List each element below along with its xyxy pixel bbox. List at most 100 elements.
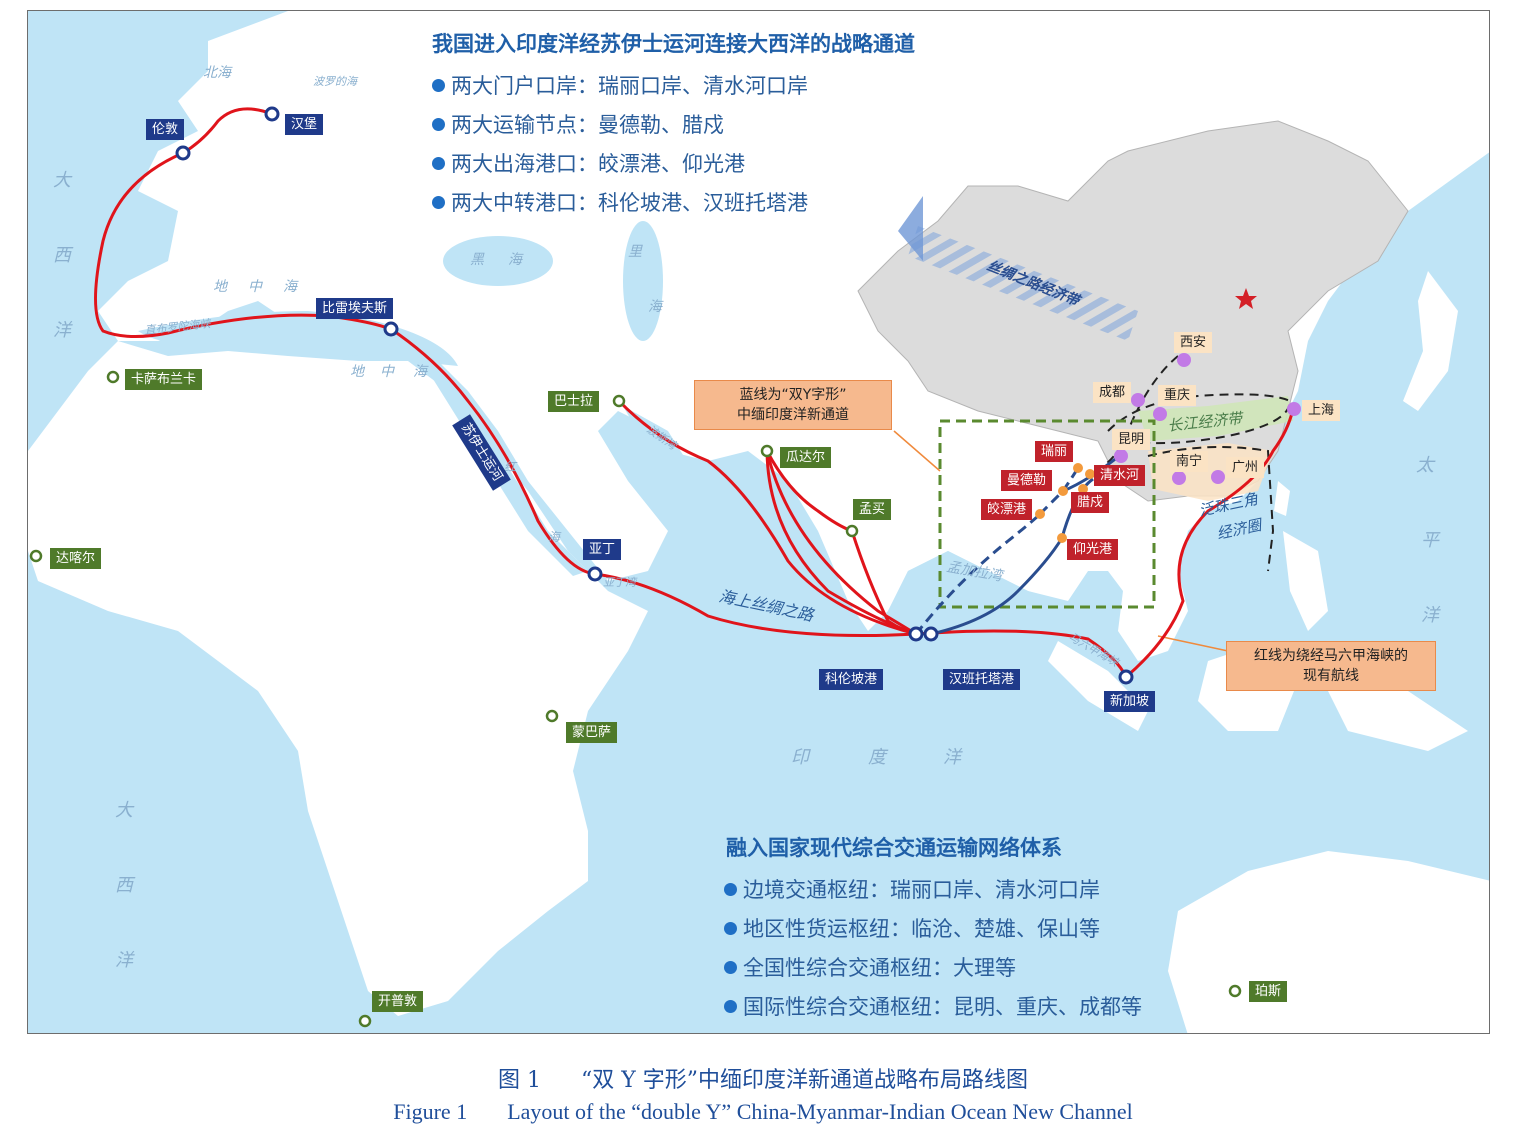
- tag-gwadar: 瓜达尔: [780, 447, 832, 468]
- tag-perth: 珀斯: [1249, 981, 1288, 1002]
- bay-of-bengal: [888, 551, 1068, 641]
- label-indian-2: 度: [868, 747, 889, 768]
- marker-casablanca: [106, 370, 120, 384]
- other-port-markers: [29, 370, 1242, 1028]
- label-med-2a: 地: [350, 364, 366, 380]
- node-qingshuihe: [1085, 469, 1095, 479]
- top-panel-item: 两大运输节点：曼德勒、腊戍: [432, 109, 724, 139]
- bottom-panel-item: 全国性综合交通枢纽：大理等: [724, 952, 1016, 982]
- marker-london: [175, 145, 191, 161]
- bullet-icon: [724, 883, 737, 896]
- node-yangon: [1057, 533, 1067, 543]
- bottom-panel-item: 边境交通枢纽：瑞丽口岸、清水河口岸: [724, 874, 1100, 904]
- route-singapore-shanghai: [1125, 408, 1295, 679]
- node-chongqing: [1153, 407, 1167, 421]
- label-black-1: 黑: [470, 252, 485, 268]
- node-guangzhou: [1211, 470, 1225, 484]
- myanmar-study-box: [938, 419, 1156, 609]
- route-gwadar-mumbai: [765, 450, 853, 533]
- label-red-2: 海: [548, 530, 562, 544]
- label-black-2: 海: [508, 252, 524, 268]
- bottom-panel-item: 国际性综合交通枢纽：昆明、重庆、成都等: [724, 991, 1142, 1021]
- node-ruili: [1073, 463, 1083, 473]
- route-colombo-singapore: [915, 629, 1128, 678]
- silk-road-belt-arrowhead: [898, 196, 923, 261]
- label-caspian-2: 海: [648, 299, 664, 315]
- tag-mumbai: 孟买: [853, 499, 892, 520]
- label-baltic: 波罗的海: [313, 75, 359, 88]
- node-chengdu: [1131, 393, 1145, 407]
- top-panel-item: 两大中转港口：科伦坡港、汉班托塔港: [432, 187, 808, 217]
- bullet-icon: [432, 79, 445, 92]
- land-australia: [1168, 851, 1489, 1033]
- marker-piraeus: [383, 321, 399, 337]
- marker-singapore: [1118, 669, 1134, 685]
- blue-line-callout: 蓝线为“双Y字形” 中缅印度洋新通道: [694, 380, 892, 430]
- tag-kunming: 昆明: [1112, 429, 1151, 450]
- label-atlantic-n-3: 洋: [53, 320, 73, 341]
- label-atlantic-n-2: 西: [53, 245, 74, 266]
- label-atlantic-n-1: 大: [53, 170, 73, 191]
- label-atlantic-s-3: 洋: [115, 950, 135, 971]
- existing-red-routes: [94, 107, 1295, 679]
- node-xian: [1177, 353, 1191, 367]
- top-panel-item: 两大门户口岸：瑞丽口岸、清水河口岸: [432, 70, 808, 100]
- label-med-1a: 地: [213, 279, 229, 295]
- route-mumbai-colombo: [850, 530, 917, 636]
- marker-perth: [1228, 984, 1242, 998]
- marker-colombo: [908, 626, 924, 642]
- label-pacific-2: 平: [1421, 530, 1441, 551]
- persian-gulf: [623, 406, 693, 476]
- tag-shanghai: 上海: [1302, 400, 1341, 421]
- strategic-route-map: 北海 波罗的海 大 西 洋 大 西 洋 太 平 洋 地 中 海 地 中 海 黑 …: [28, 11, 1489, 1033]
- route-aden-colombo: [594, 572, 917, 638]
- channel-colombo-kyaukpyu: [914, 512, 1042, 635]
- caption-chinese: 图 1“双 Y 字形”中缅印度洋新通道战略布局路线图: [497, 1068, 1028, 1093]
- marker-capetown: [358, 1014, 372, 1028]
- pearl-delta-outline: [1147, 446, 1275, 572]
- tag-dakar: 达喀尔: [50, 548, 102, 569]
- land-philippines: [1283, 531, 1328, 631]
- marker-gwadar: [760, 444, 774, 458]
- beijing-star-icon: [1235, 288, 1257, 309]
- land-africa: [28, 341, 648, 1016]
- node-kyaukpyu: [1035, 509, 1045, 519]
- label-pacific-3: 洋: [1421, 605, 1441, 626]
- route-hamburg-london: [182, 107, 273, 155]
- channel-hambantota-yangon: [930, 537, 1064, 636]
- land-new-guinea: [1328, 691, 1468, 751]
- silk-road-belt-arrow: [908, 226, 1138, 341]
- tag-yangon: 仰光港: [1067, 539, 1119, 560]
- tag-guangzhou: 广州: [1226, 457, 1265, 478]
- tag-basra: 巴士拉: [548, 391, 600, 412]
- label-med-2c: 海: [413, 364, 429, 380]
- yangtze-belt-band: [1138, 396, 1293, 441]
- tag-london: 伦敦: [146, 119, 185, 140]
- tag-kyaukpyu: 皎漂港: [981, 499, 1033, 520]
- map-frame: 北海 波罗的海 大 西 洋 大 西 洋 太 平 洋 地 中 海 地 中 海 黑 …: [27, 10, 1490, 1034]
- label-med-2b: 中: [380, 364, 395, 380]
- tag-hamburg: 汉堡: [285, 114, 324, 135]
- tag-singapore: 新加坡: [1104, 691, 1156, 712]
- tag-mombasa: 蒙巴萨: [566, 722, 618, 743]
- marker-mombasa: [545, 709, 559, 723]
- marker-hamburg: [264, 106, 280, 122]
- node-lashio: [1078, 484, 1088, 494]
- label-gulf-aden: 亚丁湾: [603, 576, 638, 589]
- bottom-panel-item: 地区性货运枢纽：临沧、楚雄、保山等: [724, 913, 1100, 943]
- tag-colombo: 科伦坡港: [819, 669, 884, 690]
- marker-aden: [587, 566, 603, 582]
- caspian-sea: [623, 221, 663, 341]
- route-piraeus-suez: [390, 327, 596, 576]
- label-red-1: 红: [504, 460, 518, 474]
- node-shanghai: [1287, 402, 1301, 416]
- marker-mumbai: [845, 524, 859, 538]
- label-caspian-1: 里: [628, 244, 643, 260]
- tag-qingshuihe: 清水河: [1094, 465, 1146, 486]
- tag-lashio: 腊戍: [1071, 492, 1110, 513]
- bullet-icon: [724, 961, 737, 974]
- label-atlantic-s-2: 西: [115, 875, 136, 896]
- tag-nanning: 南宁: [1170, 451, 1209, 472]
- marker-dakar: [29, 549, 43, 563]
- route-basra-colombo: [617, 399, 917, 636]
